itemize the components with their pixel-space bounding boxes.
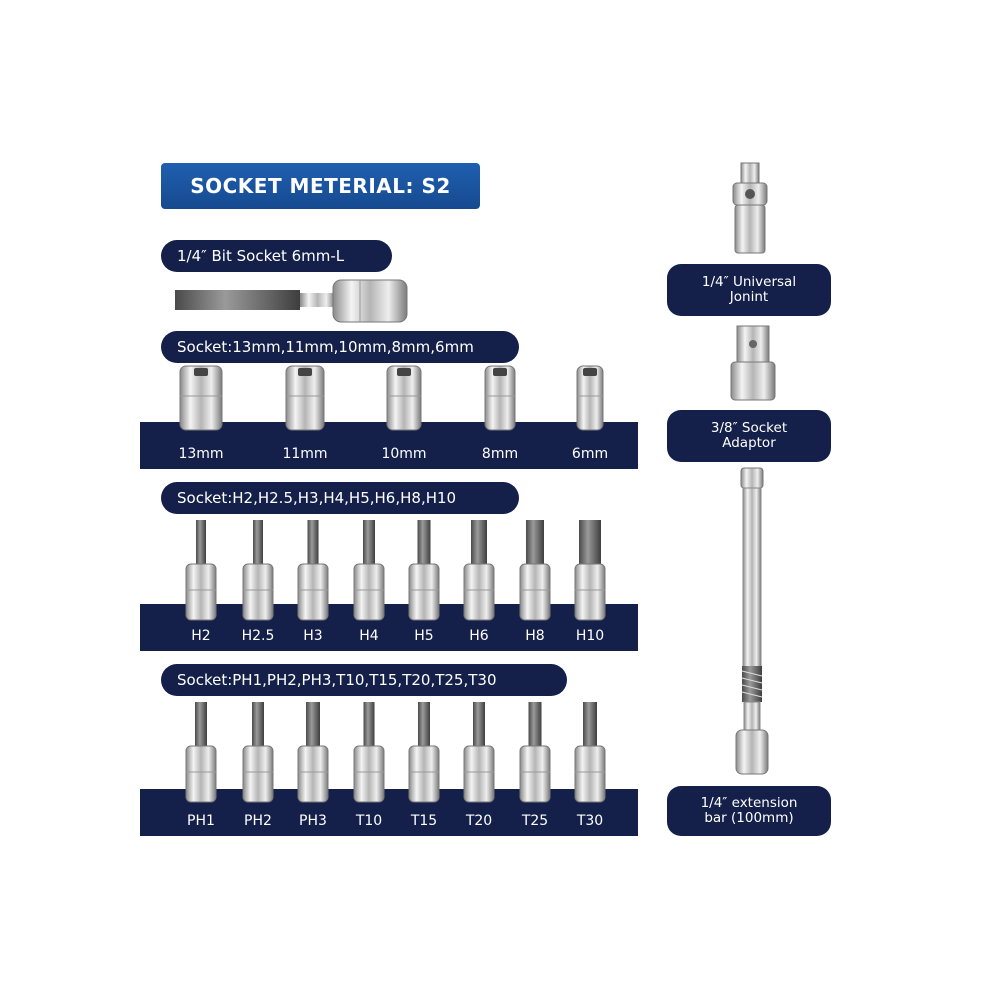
hex-socket-label: H10 [575, 628, 605, 644]
torx-socket-label: T25 [521, 813, 549, 829]
torx-bit-socket-icon [242, 702, 274, 803]
torx-bit-socket-icon [297, 702, 329, 803]
torx-bit-socket-icon [353, 702, 385, 803]
hex-bit-socket-icon [519, 520, 551, 621]
hex-bit-socket-icon [242, 520, 274, 621]
bit-socket-label: 1/4″ Bit Socket 6mm-L [161, 240, 392, 272]
hex-socket-label: H2 [191, 628, 211, 644]
hex-socket-header: Socket:H2,H2.5,H3,H4,H5,H6,H8,H10 [161, 482, 519, 514]
hex-bit-socket-icon [185, 520, 217, 621]
torx-bit-socket-icon [574, 702, 606, 803]
metric-socket-label: 8mm [481, 446, 519, 462]
hex-socket-label: H4 [359, 628, 379, 644]
hex-socket-label: H2.5 [241, 628, 275, 644]
hex-bit-socket-icon [408, 520, 440, 621]
hex-socket-label: H3 [303, 628, 323, 644]
hex-socket-label: H6 [469, 628, 489, 644]
metric-socket-label: 13mm [178, 446, 224, 462]
metric-socket-header: Socket:13mm,11mm,10mm,8mm,6mm [161, 331, 519, 363]
torx-socket-label: T15 [410, 813, 438, 829]
title-banner: SOCKET METERIAL: S2 [161, 163, 480, 209]
universal-joint-icon [732, 162, 768, 254]
metric-socket-icon [576, 365, 604, 431]
torx-socket-label: PH1 [187, 813, 215, 829]
title-text: SOCKET METERIAL: S2 [190, 174, 451, 198]
metric-band [140, 422, 638, 469]
extension-bar-label: 1/4″ extension bar (100mm) [667, 786, 831, 836]
hex-bit-socket-icon [463, 520, 495, 621]
metric-socket-icon [179, 365, 223, 431]
metric-socket-label: 6mm [571, 446, 609, 462]
hex-band [140, 604, 638, 651]
extension-bar-icon [735, 467, 769, 775]
metric-socket-icon [484, 365, 516, 431]
hex-bit-socket-icon [574, 520, 606, 621]
torx-bit-socket-icon [185, 702, 217, 803]
torx-socket-label: T20 [465, 813, 493, 829]
bit-socket-icon [175, 279, 408, 323]
torx-socket-header: Socket:PH1,PH2,PH3,T10,T15,T20,T25,T30 [161, 664, 567, 696]
hex-socket-label: H8 [525, 628, 545, 644]
hex-bit-socket-icon [297, 520, 329, 621]
metric-socket-icon [386, 365, 422, 431]
torx-band [140, 789, 638, 836]
torx-bit-socket-icon [408, 702, 440, 803]
torx-socket-label: T10 [355, 813, 383, 829]
metric-socket-label: 10mm [381, 446, 427, 462]
hex-bit-socket-icon [353, 520, 385, 621]
torx-socket-label: PH2 [244, 813, 272, 829]
socket-adaptor-icon [730, 325, 776, 401]
universal-joint-label: 1/4″ Universal Jonint [667, 264, 831, 316]
torx-bit-socket-icon [519, 702, 551, 803]
torx-socket-label: T30 [576, 813, 604, 829]
torx-bit-socket-icon [463, 702, 495, 803]
torx-socket-label: PH3 [299, 813, 327, 829]
metric-socket-icon [285, 365, 325, 431]
hex-socket-label: H5 [414, 628, 434, 644]
metric-socket-label: 11mm [282, 446, 328, 462]
socket-adaptor-label: 3/8″ Socket Adaptor [667, 410, 831, 462]
